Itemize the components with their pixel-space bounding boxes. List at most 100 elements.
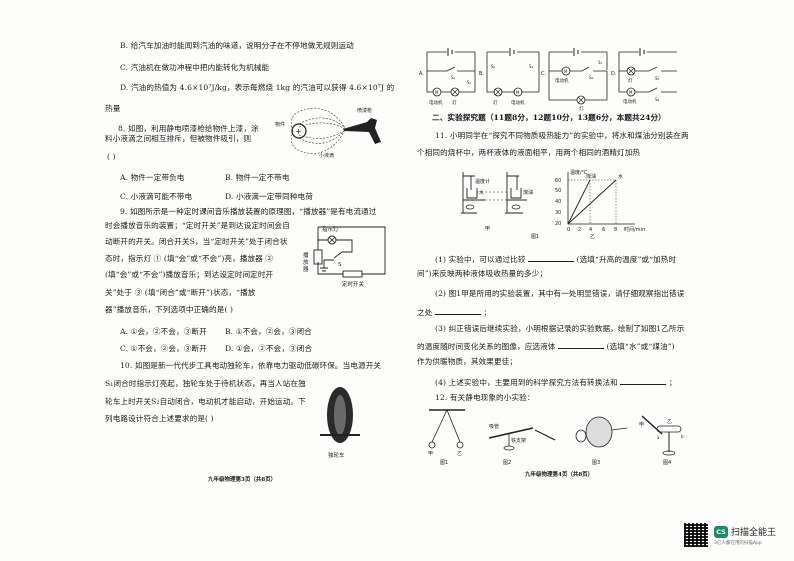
fig4-rod: 甲 乙 a b 图4	[639, 415, 684, 466]
q8-paren: ( )	[107, 152, 116, 161]
left-page: B. 给汽车加油时能闻到汽油的味道，说明分子在不停地做无规则运动 C. 汽油机在…	[105, 41, 395, 483]
svg-text:电动机: 电动机	[511, 99, 525, 106]
svg-text:D.: D.	[611, 71, 617, 77]
svg-text:S₁: S₁	[467, 80, 472, 85]
svg-text:40: 40	[555, 199, 561, 205]
circuit-option-b: B. M 灯 电动机 S₂ S₁	[479, 48, 540, 106]
svg-text:甲: 甲	[639, 422, 644, 428]
svg-text:甲: 甲	[485, 226, 490, 232]
timer-circuit-figure: 指示灯 播 放 器 S 定时开关	[303, 225, 386, 288]
q8-option-d: D. 小液滴一定带同种电荷	[225, 192, 313, 201]
svg-text:30: 30	[555, 210, 561, 216]
unicycle-figure: 独轮车	[320, 387, 360, 459]
fig3-balloon: 图3	[575, 416, 628, 466]
svg-text:图1: 图1	[440, 460, 448, 466]
q10-line3: 轮车上时开关S₂自动闭合，电动机才能启动，开始运动。下	[105, 397, 306, 406]
q10-line2: S₁闭合时指示灯亮起，独轮车处于待机状态，再当人站在独	[105, 379, 306, 388]
svg-text:时间/min: 时间/min	[624, 226, 645, 233]
q11-intro-1: 11. 小明同学在“探究不同物质吸热能力”的实验中，将水和煤油分别装在两	[435, 131, 689, 140]
svg-text:小液滴: 小液滴	[319, 152, 334, 159]
svg-text:M: M	[435, 90, 439, 95]
svg-text:图3: 图3	[592, 460, 600, 466]
q8-line2: 料小液滴之间相互排斥，但被物件吸引，则	[105, 134, 252, 143]
svg-text:铁支架: 铁支架	[511, 437, 526, 444]
svg-text:水: 水	[479, 189, 484, 196]
fig2-straw: 吸管 铁支架 图2	[488, 423, 556, 466]
answer-blank-4[interactable]	[620, 376, 667, 385]
svg-text:4: 4	[589, 227, 592, 233]
svg-text:图1: 图1	[531, 234, 539, 240]
svg-text:物件: 物件	[275, 121, 285, 128]
svg-text:温度/℃: 温度/℃	[570, 169, 588, 176]
svg-text:定时开关: 定时开关	[342, 280, 365, 288]
svg-text:灯: 灯	[628, 77, 633, 84]
q10-line4: 列电路设计符合上述要求的是( )	[105, 414, 214, 423]
q11-intro-2: 个相同的烧杯中，两杯液体的液面相平，用两个相同的酒精灯加热	[417, 148, 641, 157]
svg-text:S₂: S₂	[491, 64, 496, 69]
svg-text:A.: A.	[419, 71, 424, 77]
q8-option-b: B. 物件一定不带电	[225, 173, 290, 182]
svg-text:M: M	[516, 90, 520, 95]
svg-text:b: b	[681, 434, 684, 439]
qr-code	[684, 523, 708, 547]
camscanner-logo-icon: CS	[714, 526, 728, 538]
svg-text:M: M	[564, 69, 568, 74]
answer-blank-3[interactable]	[558, 340, 605, 349]
svg-text:S₂: S₂	[589, 75, 594, 80]
circuit-option-c: C. M 电动机 灯 S₁ S₂	[541, 48, 608, 112]
camscanner-tagline: 3亿人都在用的扫描App	[714, 541, 762, 546]
svg-text:水: 水	[618, 173, 623, 180]
svg-text:电动机: 电动机	[555, 77, 569, 84]
q11-part3: (3) 纠正错误后继续实验，小明根据记录的实验数据，绘制了如图1乙所示	[435, 324, 685, 333]
svg-text:60: 60	[555, 178, 561, 184]
svg-text:S₁: S₁	[529, 64, 534, 69]
svg-text:煤油: 煤油	[523, 189, 533, 196]
circuit-option-a: A. M 电动机 灯 S₂ S₁	[419, 48, 476, 106]
svg-text:2: 2	[578, 227, 581, 233]
q9-line4: 态时，指示灯 ① (填“会”或“不会”)亮，播放器 ②	[105, 254, 274, 263]
q8-option-a: A. 物件一定带负电	[120, 173, 185, 182]
right-page: A. M 电动机 灯 S₂ S₁ B. M 灯 电动机 S₂ S₁	[397, 0, 794, 561]
svg-text:20: 20	[555, 221, 561, 227]
svg-text:甲: 甲	[428, 451, 433, 457]
q9-line2: 时会播放音乐的装置；“定时开关”是到达设定时间会自	[105, 221, 290, 230]
svg-text:6: 6	[602, 227, 605, 233]
q11-part1-cont: 间”)来反映两种液体吸收热量的多少；	[417, 269, 548, 278]
svg-text:灯: 灯	[493, 99, 498, 106]
svg-text:S: S	[338, 262, 342, 268]
q10-circuit-options: A. M 电动机 灯 S₂ S₁ B. M 灯 电动机 S₂ S₁	[419, 48, 677, 112]
q11-part4: (4) 上述实验中，主要用到的科学探究方法有转换法和 ；	[435, 376, 677, 387]
svg-text:放: 放	[303, 258, 309, 266]
q9-line6: 关”处于 ③ (填“闭合”或“断开”)状态，“播放	[105, 288, 256, 297]
answer-blank-2[interactable]	[434, 306, 481, 315]
answer-blank-1[interactable]	[528, 253, 575, 262]
svg-text:图4: 图4	[663, 460, 671, 466]
section-2-heading: 二、实验探究题（11题8分，12题10分，13题6分，本题共24分）	[432, 113, 666, 122]
q9-option-c: C. ①不会，②会，③断开	[120, 344, 207, 353]
q7-option-d-cont: 热量	[105, 104, 121, 113]
left-page-footer: 九年级物理第3页（共8页）	[208, 477, 277, 483]
q7-option-c: C. 汽油机在做功冲程中把内能转化为机械能	[120, 63, 270, 72]
svg-text:B.: B.	[479, 71, 484, 77]
temperature-time-chart: 温度/℃ 煤油 水 60 50 40 30 20 0 2 4 6 8 时间/mi…	[555, 169, 645, 240]
q11-part3-end: 作为供暖物质，其效果更佳；	[417, 357, 518, 366]
static-experiments-figures: 甲 乙 图1 吸管 铁支架 图2 图3 甲 乙 a b	[428, 409, 684, 466]
camscanner-watermark: CS 扫描全能王 3亿人都在用的扫描App	[684, 523, 794, 553]
svg-text:a: a	[657, 435, 660, 440]
q11-part1: (1) 实验中，可以通过比较 (选填“升高的温度”或“加热时	[435, 253, 677, 264]
svg-text:灯: 灯	[452, 99, 457, 106]
apparatus-figure: 温度计 水 煤油 甲 图1	[461, 172, 539, 240]
svg-text:S₂: S₂	[451, 75, 456, 80]
q8-line1: 8. 如图，利用静电喷漆枪给物件上漆，涂	[118, 124, 259, 133]
svg-text:0: 0	[567, 227, 570, 233]
fig1-pendulums: 甲 乙 图1	[428, 409, 465, 466]
circuit-option-d: D. M 灯 电动机 S₁ S₂	[611, 48, 677, 105]
q9-line1: 9. 如图所示是一种定时课间音乐播放装置的原理图，“播放器”是有电流通过	[120, 207, 377, 216]
svg-text:独轮车: 独轮车	[328, 451, 345, 459]
q10-line1: 10. 如图是新一代代步工具电动独轮车，依靠电力驱动低碳环保。当电源开关	[120, 361, 382, 370]
svg-text:C.: C.	[541, 71, 546, 77]
svg-text:S₁: S₁	[655, 76, 660, 81]
q7-option-d: D. 汽油的热值为 4.6×10⁷J/kg，表示每燃烧 1kg 的汽油可以获得 …	[120, 83, 395, 92]
q9-line5: (填“会”或“不会”)播放音乐；到达设定时间定时开	[105, 270, 274, 279]
svg-text:器: 器	[303, 266, 309, 273]
